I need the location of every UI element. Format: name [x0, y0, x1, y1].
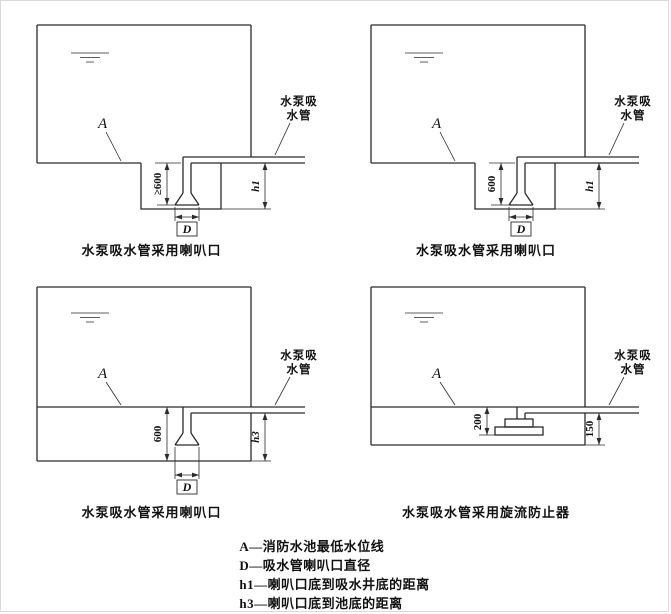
pipe-label-line1: 水泵吸	[614, 94, 652, 108]
diagram-4-vortex-preventer: A 水泵吸 水管 200 150	[370, 286, 652, 446]
dim-side-label: h1	[584, 180, 596, 192]
label-a-leader	[105, 131, 121, 162]
tank-outline	[35, 286, 252, 462]
label-a: A	[97, 116, 108, 132]
diagram-cell-2: A 水泵吸 水管 600 D h1 水泵吸水管采用喇叭口	[336, 11, 670, 259]
dim-d-box	[176, 479, 197, 495]
label-a-leader	[439, 131, 456, 162]
diagram-1-caption: 水泵吸水管采用喇叭口	[81, 243, 222, 258]
dim-depth-label: 200	[472, 413, 484, 430]
water-level-icon	[70, 52, 109, 63]
bell-mouth	[173, 432, 200, 446]
dim-d-arrows	[174, 214, 199, 220]
dim-side-label: 150	[584, 420, 596, 437]
pipe-label-leader	[274, 376, 290, 406]
water-level-icon	[70, 312, 109, 323]
diagram-cell-4: A 水泵吸 水管 200 150 水泵吸水管采用旋流防止器	[336, 273, 670, 521]
pipe-label-leader	[608, 376, 625, 406]
dim-side-lines	[220, 163, 271, 210]
pipe-label-line1: 水泵吸	[614, 348, 652, 362]
vortex-preventer-base	[494, 426, 544, 436]
diagram-3-caption: 水泵吸水管采用喇叭口	[81, 505, 222, 520]
dim-depth-arrows	[484, 407, 490, 435]
dim-side-lines	[555, 163, 605, 210]
diagram-4-caption: 水泵吸水管采用旋流防止器	[401, 505, 570, 520]
dim-d-label: D	[181, 222, 191, 236]
diagram-cell-1: A 水泵吸 水管 ≥600 D h1 水泵吸水管采用喇叭口	[1, 11, 336, 259]
suction-pit	[474, 163, 556, 210]
legend-item-a: A—消防水池最低水位线	[239, 539, 385, 554]
dim-side-arrows	[596, 413, 602, 445]
water-level-icon	[405, 52, 443, 63]
tank-outline	[370, 24, 586, 164]
pipe-label-line1: 水泵吸	[280, 348, 318, 362]
water-level-icon	[405, 312, 443, 323]
diagram-2-caption: 水泵吸水管采用喇叭口	[415, 243, 556, 258]
pipe-label-leader	[608, 122, 625, 156]
legend: A—消防水池最低水位线 D—吸水管喇叭口直径 h1—喇叭口底到吸水井底的距离 h…	[239, 537, 429, 613]
dim-d-label: D	[181, 480, 191, 494]
pipe-label-line2: 水管	[286, 108, 311, 122]
tank-outline	[35, 24, 252, 164]
suction-pipe	[181, 406, 305, 433]
dim-d-arrows	[174, 472, 199, 478]
dim-depth-label: ≥600	[152, 172, 164, 195]
diagram-grid: A 水泵吸 水管 ≥600 D h1 水泵吸水管采用喇叭口	[1, 11, 668, 521]
legend-item-h3: h3—喇叭口底到池底的距离	[239, 596, 403, 611]
dim-d-box	[176, 221, 197, 237]
legend-item-h1: h1—喇叭口底到吸水井底的距离	[239, 577, 430, 592]
dim-depth-label: 600	[486, 175, 498, 192]
label-a: A	[431, 116, 442, 132]
bell-mouth	[173, 192, 200, 206]
dim-side-lines	[250, 413, 271, 462]
pipe-label-line2: 水管	[621, 362, 646, 376]
dim-d-label: D	[516, 222, 526, 236]
label-a-leader	[105, 381, 121, 406]
dim-d-arrows	[509, 214, 533, 220]
legend-item-d: D—吸水管喇叭口直径	[239, 558, 371, 573]
diagram-cell-3: A 水泵吸 水管 600 D h3 水泵吸水管采用喇叭口	[1, 273, 336, 521]
vortex-preventer-top	[504, 418, 534, 428]
dim-depth-label: 600	[152, 425, 164, 442]
diagram-3-bellmouth-flat: A 水泵吸 水管 600 D h3	[35, 286, 318, 495]
pipe-label-line1: 水泵吸	[280, 94, 318, 108]
diagram-2-bellmouth-pit: A 水泵吸 水管 600 D h1	[370, 24, 652, 237]
suction-pipe	[181, 156, 305, 193]
suction-pit	[139, 163, 222, 210]
bell-mouth	[508, 192, 534, 206]
dim-side-label: h3	[250, 431, 262, 443]
suction-pipe	[516, 156, 639, 193]
label-a: A	[97, 366, 108, 382]
tank-outline	[370, 286, 586, 446]
label-a-leader	[439, 381, 456, 406]
pipe-label-leader	[274, 122, 290, 156]
dim-d-box	[510, 221, 532, 237]
dim-side-label: h1	[250, 180, 262, 192]
diagram-1-bellmouth-pit: A 水泵吸 水管 ≥600 D h1	[35, 24, 318, 237]
pipe-label-line2: 水管	[286, 362, 311, 376]
suction-pipe	[516, 406, 639, 419]
pipe-label-line2: 水管	[621, 108, 646, 122]
label-a: A	[431, 366, 442, 382]
